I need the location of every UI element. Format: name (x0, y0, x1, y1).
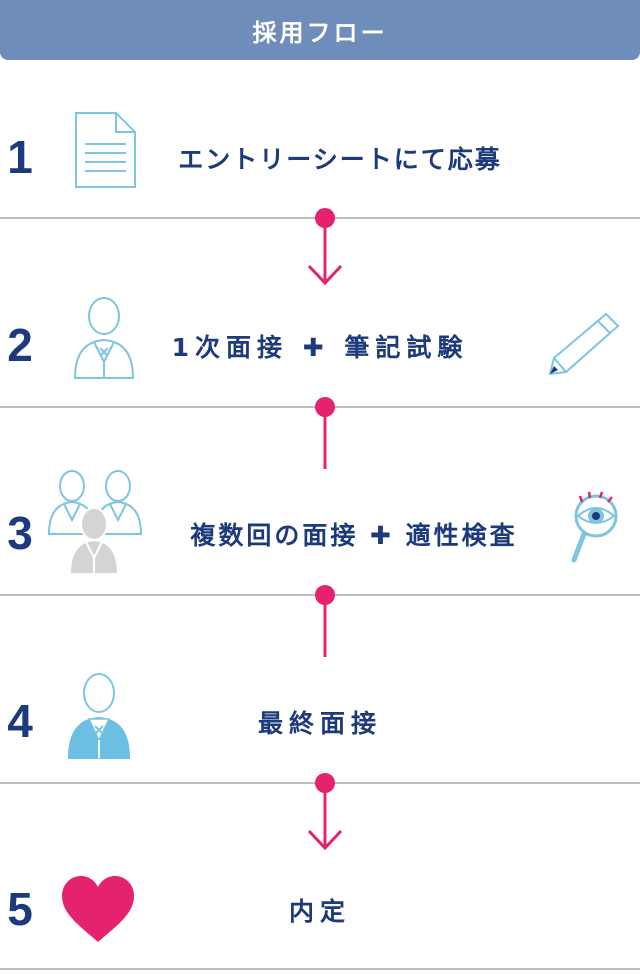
document-icon (75, 112, 136, 188)
person-filled-icon (67, 673, 131, 759)
arrow-connector (307, 773, 343, 851)
group-icon (47, 470, 143, 575)
line-connector (315, 397, 335, 469)
step-3-number: 3 (7, 507, 33, 559)
heart-icon (62, 876, 134, 942)
step-1-number: 1 (7, 131, 33, 183)
step-1-label: エントリーシートにて応募 (178, 145, 502, 174)
header-title: 採用フロー (252, 18, 388, 47)
step-2-number: 2 (7, 319, 33, 371)
step-5-label: 内定 (288, 897, 351, 926)
person-icon (73, 297, 135, 379)
flow-header: 採用フロー (0, 0, 640, 60)
pencil-icon (548, 312, 620, 376)
line-connector (315, 585, 335, 657)
arrow-connector (307, 208, 343, 286)
step-4-number: 4 (7, 695, 33, 747)
step-4-label: 最終面接 (257, 709, 382, 738)
step-5-number: 5 (7, 883, 33, 935)
divider (0, 968, 640, 970)
step-3-label: 複数回の面接 ✚ 適性検査 (190, 521, 518, 550)
step-2-label: 1次面接 ✚ 筆記試験 (171, 333, 469, 362)
magnifier-eye-icon (571, 491, 618, 563)
